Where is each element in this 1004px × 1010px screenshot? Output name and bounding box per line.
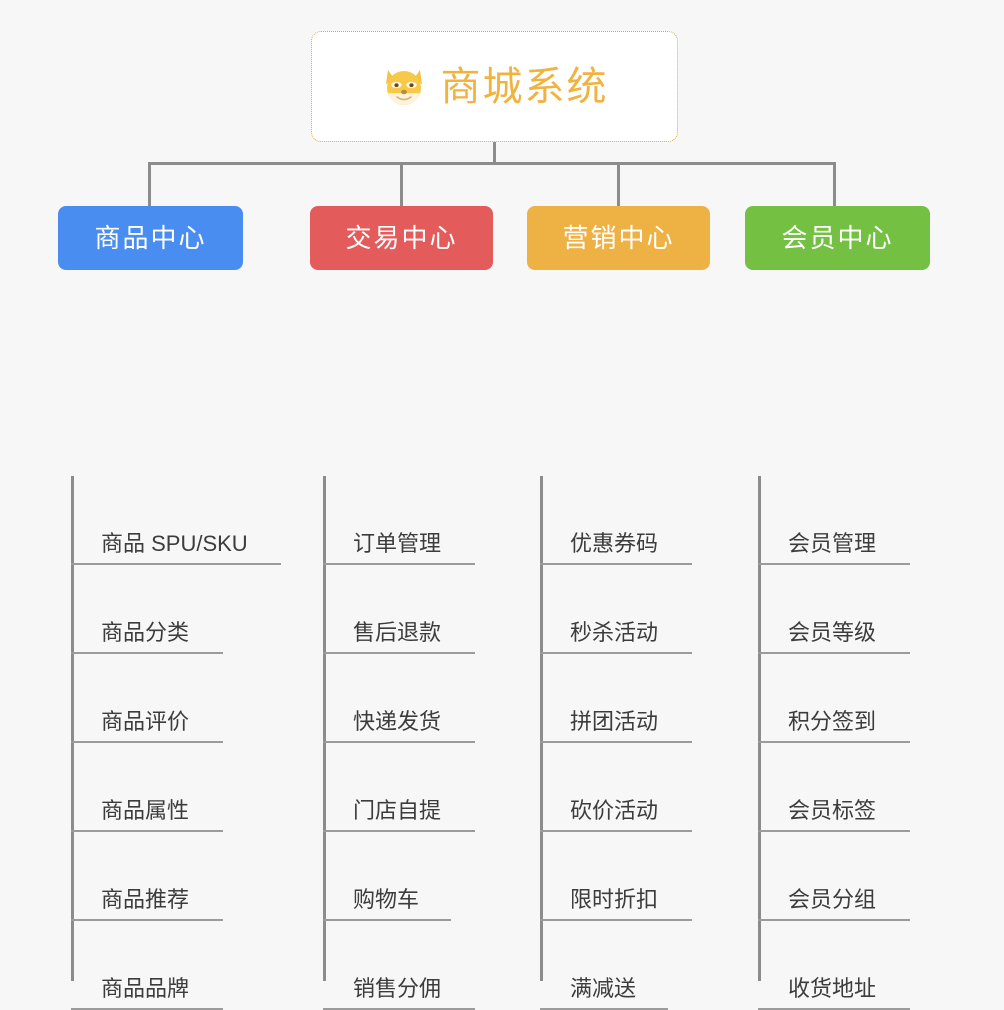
leaf-underline bbox=[323, 830, 475, 832]
leaf-underline bbox=[540, 830, 692, 832]
leaf-underline bbox=[71, 830, 223, 832]
mindmap-canvas: 商城系统 商品中心商品 SPU/SKU 商品分类商品评价商品属性商品推荐商品品牌 交… bbox=[58, 31, 930, 1010]
leaf-label: 限时折扣 bbox=[570, 887, 659, 912]
leaf-underline bbox=[758, 741, 910, 743]
root-node[interactable]: 商城系统 bbox=[311, 31, 678, 142]
leaf-item[interactable]: 商品分类 bbox=[71, 565, 262, 654]
leaf-item[interactable]: 商品属性 bbox=[71, 743, 262, 832]
leaf-underline bbox=[540, 652, 692, 654]
category-header-3[interactable]: 营销中心 bbox=[527, 206, 710, 270]
leaf-label: 快递发货 bbox=[353, 709, 442, 734]
leaf-label: 商品 SPU/SKU bbox=[101, 531, 248, 556]
leaf-label: 收货地址 bbox=[788, 976, 877, 1001]
leaf-item[interactable]: 商品 SPU/SKU bbox=[71, 476, 281, 565]
leaf-item[interactable]: 售后退款 bbox=[323, 565, 475, 654]
leaf-underline bbox=[323, 563, 475, 565]
leaf-item[interactable]: 快递发货 bbox=[323, 654, 475, 743]
leaf-list: 商品 SPU/SKU 商品分类商品评价商品属性商品推荐商品品牌 bbox=[71, 476, 281, 1010]
leaf-underline bbox=[540, 741, 692, 743]
leaf-label: 满减送 bbox=[570, 976, 637, 1001]
leaf-item[interactable]: 砍价活动 bbox=[540, 743, 692, 832]
leaf-item[interactable]: 会员标签 bbox=[758, 743, 910, 832]
leaf-label: 购物车 bbox=[353, 887, 420, 912]
connector-root-stem bbox=[493, 142, 496, 164]
leaf-underline bbox=[758, 652, 910, 654]
leaf-underline bbox=[758, 563, 910, 565]
leaf-underline bbox=[323, 741, 475, 743]
column-trunk-line bbox=[758, 476, 761, 981]
leaf-label: 售后退款 bbox=[353, 620, 442, 645]
leaf-item[interactable]: 会员管理 bbox=[758, 476, 910, 565]
dog-face-icon bbox=[381, 64, 427, 110]
leaf-label: 会员管理 bbox=[788, 531, 877, 556]
leaf-label: 积分签到 bbox=[788, 709, 877, 734]
leaf-item[interactable]: 销售分佣 bbox=[323, 921, 475, 1010]
leaf-label: 商品分类 bbox=[101, 620, 190, 645]
leaf-item[interactable]: 秒杀活动 bbox=[540, 565, 692, 654]
leaf-item[interactable]: 商品推荐 bbox=[71, 832, 262, 921]
column-trunk-line bbox=[540, 476, 543, 981]
leaf-item[interactable]: 收货地址 bbox=[758, 921, 910, 1010]
connector-horizontal-bus bbox=[148, 162, 836, 165]
leaf-item[interactable]: 限时折扣 bbox=[540, 832, 692, 921]
category-column: 会员中心会员管理会员等级积分签到会员标签会员分组收货地址 bbox=[745, 206, 930, 1010]
leaf-label: 销售分佣 bbox=[353, 976, 442, 1001]
leaf-item[interactable]: 门店自提 bbox=[323, 743, 475, 832]
leaf-label: 门店自提 bbox=[353, 798, 442, 823]
leaf-underline bbox=[758, 830, 910, 832]
leaf-item[interactable]: 会员分组 bbox=[758, 832, 910, 921]
category-header-1[interactable]: 商品中心 bbox=[58, 206, 243, 270]
leaf-underline bbox=[323, 652, 475, 654]
leaf-label: 订单管理 bbox=[353, 531, 442, 556]
leaf-label: 拼团活动 bbox=[570, 709, 659, 734]
leaf-list: 会员管理会员等级积分签到会员标签会员分组收货地址 bbox=[758, 476, 910, 1010]
leaf-list: 订单管理售后退款快递发货门店自提购物车销售分佣 bbox=[323, 476, 475, 1010]
leaf-item[interactable]: 会员等级 bbox=[758, 565, 910, 654]
leaf-item[interactable]: 积分签到 bbox=[758, 654, 910, 743]
category-column: 营销中心优惠券码秒杀活动拼团活动砍价活动限时折扣满减送 bbox=[527, 206, 710, 1010]
leaf-item[interactable]: 满减送 bbox=[540, 921, 672, 1010]
column-trunk-line bbox=[71, 476, 74, 981]
leaf-label: 秒杀活动 bbox=[570, 620, 659, 645]
leaf-label: 会员分组 bbox=[788, 887, 877, 912]
leaf-label: 会员标签 bbox=[788, 798, 877, 823]
category-header-4[interactable]: 会员中心 bbox=[745, 206, 930, 270]
category-column: 交易中心订单管理售后退款快递发货门店自提购物车销售分佣 bbox=[310, 206, 493, 1010]
connector-drop-1 bbox=[148, 162, 151, 206]
leaf-label: 商品品牌 bbox=[101, 976, 190, 1001]
connector-drop-4 bbox=[833, 162, 836, 206]
leaf-item[interactable]: 拼团活动 bbox=[540, 654, 692, 743]
leaf-item[interactable]: 商品品牌 bbox=[71, 921, 262, 1010]
category-label: 营销中心 bbox=[562, 223, 675, 253]
leaf-label: 商品推荐 bbox=[101, 887, 190, 912]
leaf-item[interactable]: 优惠券码 bbox=[540, 476, 692, 565]
leaf-label: 砍价活动 bbox=[570, 798, 659, 823]
connector-drop-3 bbox=[617, 162, 620, 206]
category-label: 会员中心 bbox=[781, 223, 894, 253]
leaf-item[interactable]: 商品评价 bbox=[71, 654, 262, 743]
connector-drop-2 bbox=[400, 162, 403, 206]
leaf-list: 优惠券码秒杀活动拼团活动砍价活动限时折扣满减送 bbox=[540, 476, 692, 1010]
leaf-label: 会员等级 bbox=[788, 620, 877, 645]
leaf-label: 优惠券码 bbox=[570, 531, 659, 556]
leaf-item[interactable]: 订单管理 bbox=[323, 476, 475, 565]
leaf-label: 商品属性 bbox=[101, 798, 190, 823]
category-label: 商品中心 bbox=[94, 223, 207, 253]
leaf-item[interactable]: 购物车 bbox=[323, 832, 455, 921]
leaf-underline bbox=[71, 563, 281, 565]
category-header-2[interactable]: 交易中心 bbox=[310, 206, 493, 270]
column-trunk-line bbox=[323, 476, 326, 981]
leaf-underline bbox=[540, 563, 692, 565]
leaf-label: 商品评价 bbox=[101, 709, 190, 734]
leaf-underline bbox=[71, 652, 223, 654]
category-label: 交易中心 bbox=[345, 223, 458, 253]
leaf-underline bbox=[71, 741, 223, 743]
category-column: 商品中心商品 SPU/SKU 商品分类商品评价商品属性商品推荐商品品牌 bbox=[58, 206, 281, 1010]
root-title: 商城系统 bbox=[440, 64, 609, 109]
